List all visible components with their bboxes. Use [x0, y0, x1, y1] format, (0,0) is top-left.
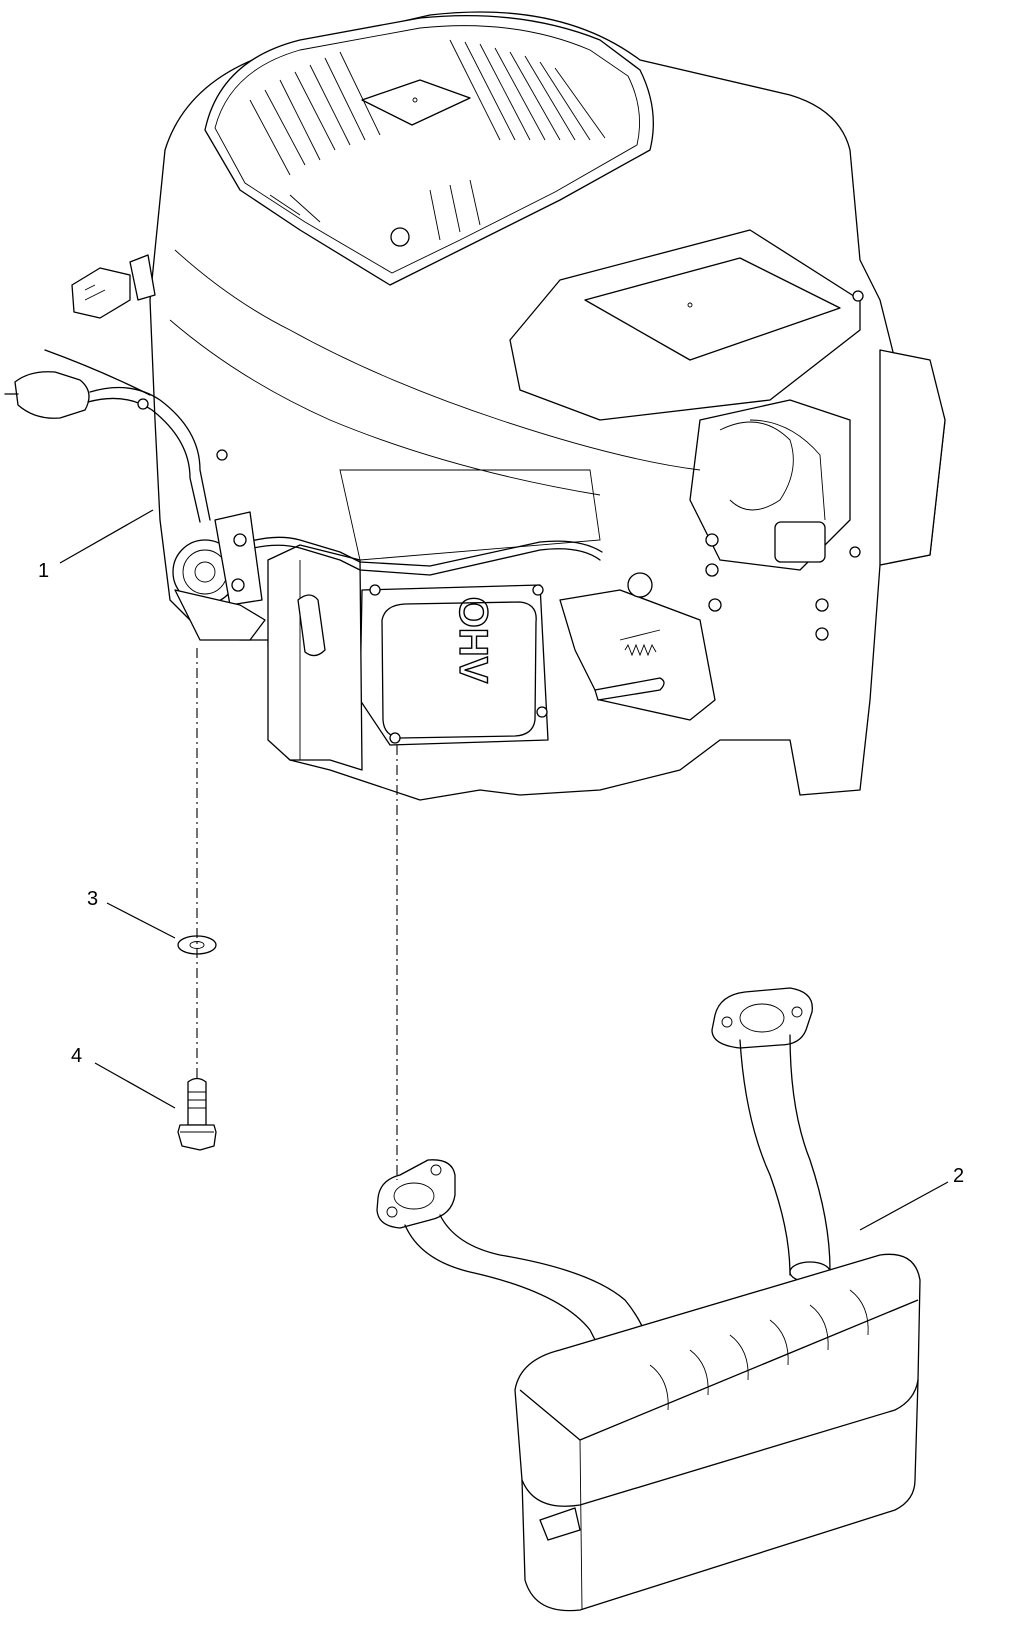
callout-1-leader — [59, 509, 154, 564]
callout-1: 1 — [38, 560, 49, 582]
callout-3-leader — [106, 902, 176, 939]
engine-assembly: OHV — [4, 11, 946, 801]
callout-2: 2 — [953, 1165, 964, 1187]
ohv-badge: OHV — [451, 597, 495, 684]
muffler — [376, 987, 921, 1612]
bolt — [177, 1077, 217, 1151]
callout-4-leader — [94, 1062, 176, 1109]
callout-4: 4 — [71, 1045, 82, 1067]
fuel-pump — [172, 511, 266, 641]
callout-2-leader — [859, 1181, 949, 1231]
callout-3: 3 — [87, 888, 98, 910]
